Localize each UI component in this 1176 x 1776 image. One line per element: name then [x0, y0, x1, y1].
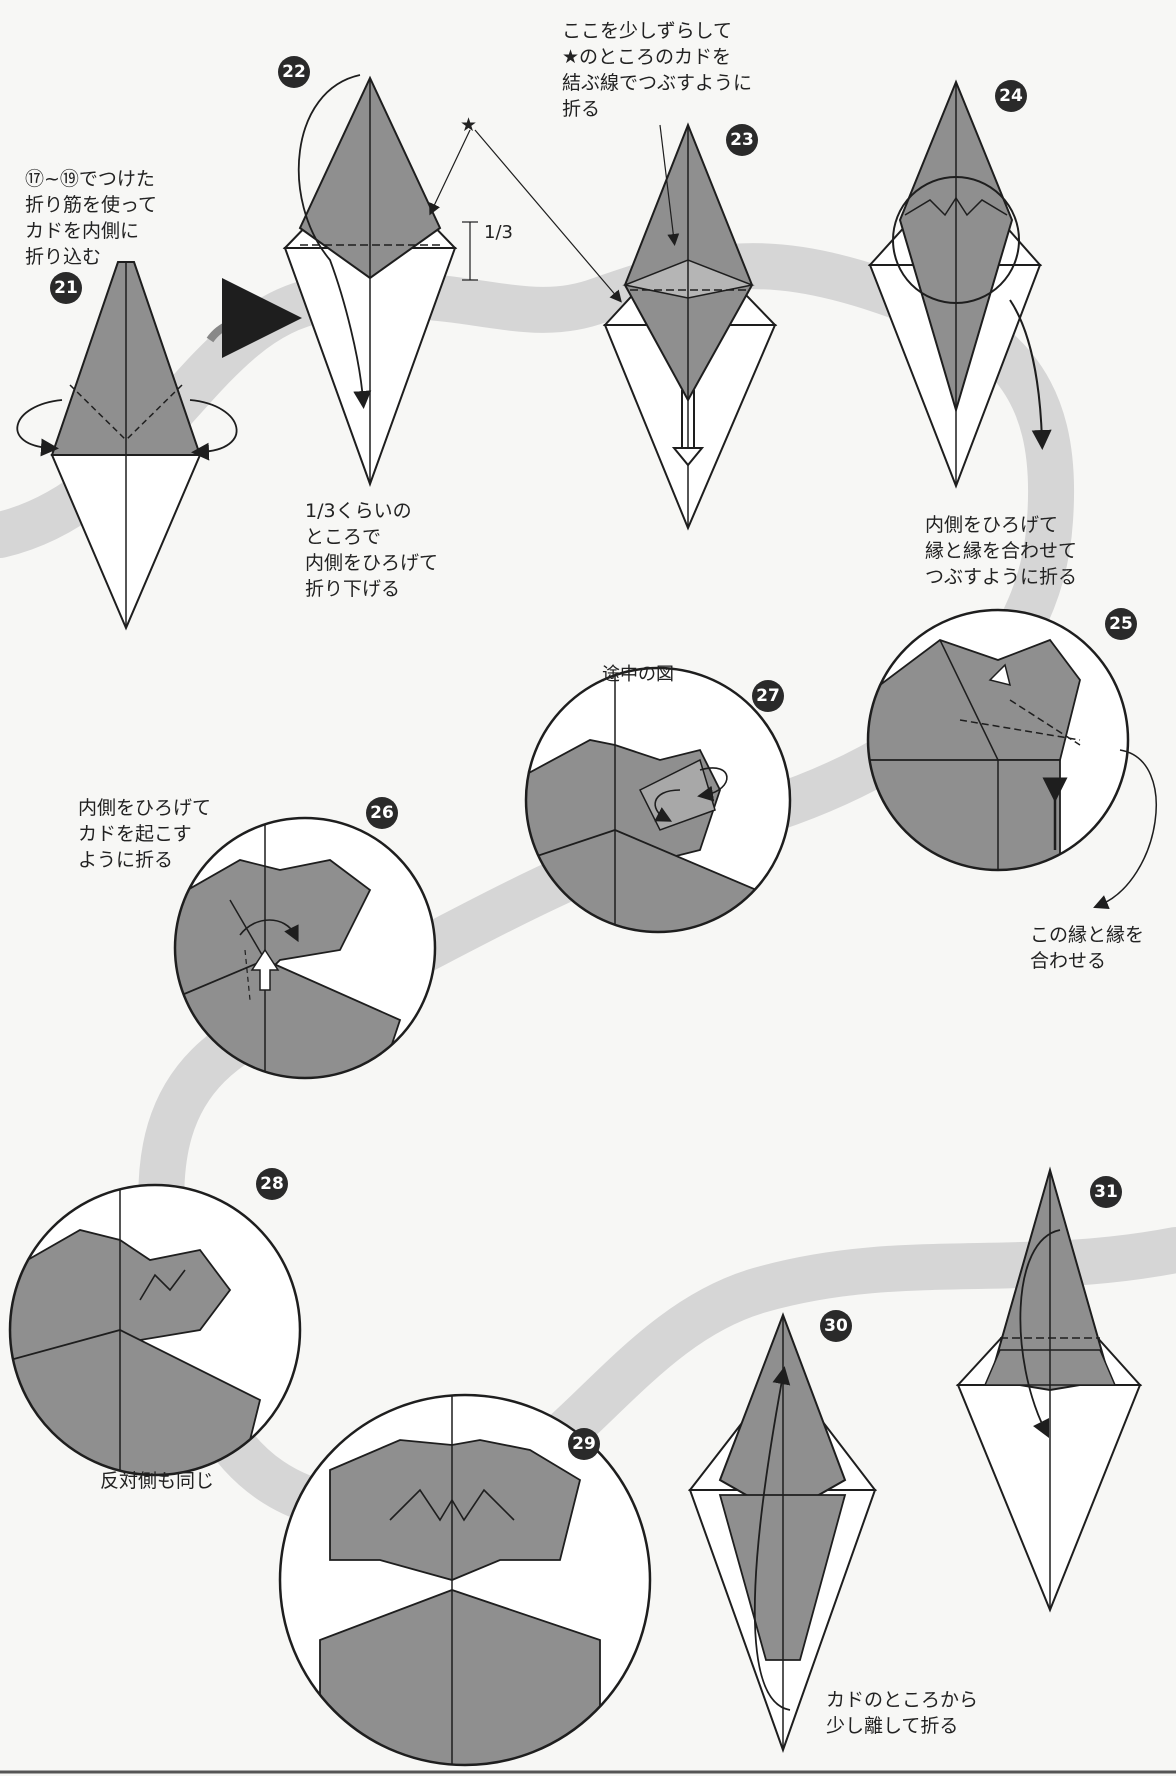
step-number-22: 22 — [278, 56, 310, 88]
note-star: ★ — [460, 112, 477, 138]
diagram-step-28 — [10, 1185, 310, 1485]
diagram-step-24 — [870, 82, 1042, 486]
diagram-step-25 — [860, 600, 1140, 880]
step-number-21: 21 — [50, 272, 82, 304]
note-step-23: ここを少しずらして ★のところのカドを 結ぶ線でつぶすように 折る — [562, 18, 752, 122]
step-number-29: 29 — [568, 1428, 600, 1460]
note-step-25: この縁と縁を 合わせる — [1030, 922, 1144, 974]
step-number-25: 25 — [1105, 608, 1137, 640]
diagram-step-21 — [17, 262, 262, 628]
step-number-23: 23 — [726, 124, 758, 156]
note-step-30: カドのところから 少し離して折る — [826, 1687, 978, 1739]
diagram-step-30 — [690, 1315, 875, 1750]
step-number-31: 31 — [1090, 1176, 1122, 1208]
step-number-27: 27 — [752, 680, 784, 712]
step-number-28: 28 — [256, 1168, 288, 1200]
diagram-step-31 — [958, 1170, 1140, 1610]
diagram-step-23 — [605, 125, 775, 528]
note-step-28: 反対側も同じ — [100, 1468, 214, 1494]
note-step-26: 内側をひろげて カドを起こす ように折る — [78, 795, 211, 873]
note-step-22: 1/3くらいの ところで 内側をひろげて 折り下げる — [305, 498, 438, 602]
step-number-26: 26 — [366, 797, 398, 829]
note-step-27: 途中の図 — [602, 662, 674, 688]
step-number-30: 30 — [820, 1310, 852, 1342]
step-number-24: 24 — [995, 80, 1027, 112]
note-one-third: 1/3 — [484, 220, 513, 246]
note-step-21: ⑰~⑲でつけた 折り筋を使って カドを内側に 折り込む — [25, 166, 157, 270]
note-step-24: 内側をひろげて 縁と縁を合わせて つぶすように折る — [925, 512, 1077, 590]
